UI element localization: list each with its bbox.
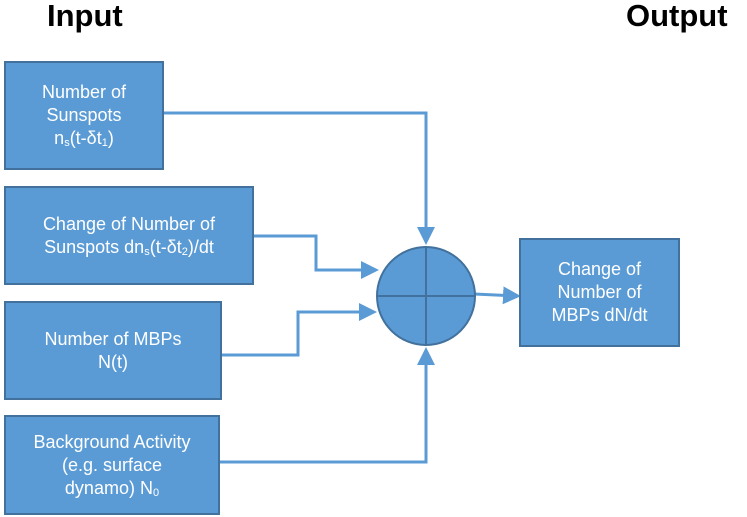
arrow-output <box>473 286 521 305</box>
box-label: Sunspots <box>46 105 122 125</box>
input-heading: Input <box>47 0 123 33</box>
box-label: Number of <box>41 82 127 102</box>
box-label: Sunspots dns(t-δt2)/dt <box>44 236 214 258</box>
output-heading: Output <box>626 0 728 33</box>
arrow-sunspots <box>164 111 435 245</box>
input-box-mbps: Number of MBPs N(t) <box>4 301 222 400</box>
box-label: Background Activity <box>33 431 191 452</box>
arrow-background <box>220 347 435 464</box>
box-label: Number of MBPs <box>44 328 182 349</box>
box-label: N(t) <box>98 351 128 372</box>
box-label: dynamo) N0 <box>64 477 160 499</box>
box-label: Change of <box>557 259 642 279</box>
input-box-sunspots: Number of Sunspots ns(t-δt1) <box>4 61 164 170</box>
box-label: (e.g. surface <box>61 454 163 475</box>
input-box-change-sunspots: Change of Number of Sunspots dns(t-δt2)/… <box>4 186 254 285</box>
output-box-change-mbps: Change of Number of MBPs dN/dt <box>519 238 680 347</box>
arrow-mbps <box>222 303 377 357</box>
box-label: Number of <box>557 282 642 302</box>
box-label: ns(t-δt1) <box>54 128 114 149</box>
box-label: Change of Number of <box>42 213 216 234</box>
box-label: MBPs dN/dt <box>551 305 648 325</box>
summing-junction <box>376 246 476 346</box>
input-box-background-activity: Background Activity (e.g. surface dynamo… <box>4 415 220 515</box>
arrow-change-sunspots <box>254 234 379 279</box>
